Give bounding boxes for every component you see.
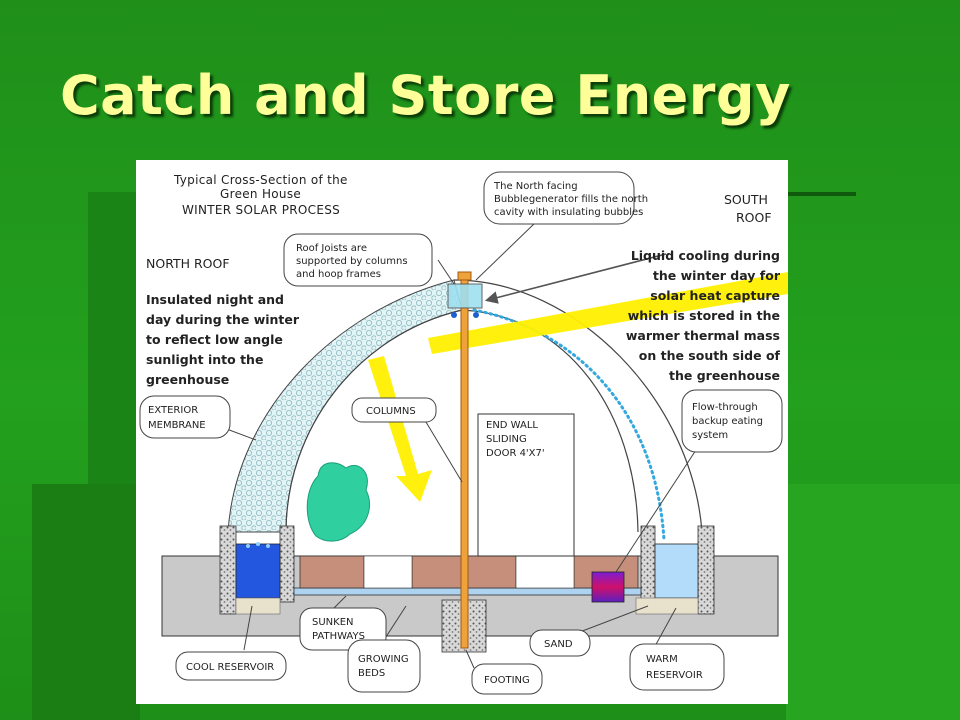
sand-label: SAND bbox=[544, 639, 573, 650]
exterior-membrane-text-1: EXTERIOR bbox=[148, 405, 198, 416]
bubble-generator bbox=[447, 283, 483, 309]
sunken-pathway-2 bbox=[515, 555, 575, 589]
solar-ray-reflection bbox=[368, 356, 432, 502]
south-roof-text-6: on the south side of bbox=[639, 348, 781, 363]
south-roof-title-1: SOUTH bbox=[724, 192, 768, 207]
greenhouse-diagram: Typical Cross-Section of the Green House… bbox=[136, 160, 788, 704]
background-block-bottom-left bbox=[32, 484, 140, 720]
north-roof-text-4: sunlight into the bbox=[146, 352, 263, 367]
end-wall-text-3: DOOR 4'X7' bbox=[486, 448, 545, 459]
south-outer-wall bbox=[697, 525, 715, 615]
growing-bed-1 bbox=[299, 555, 365, 589]
callout-sand-box bbox=[529, 629, 591, 657]
callout-growing-beds-box bbox=[347, 639, 421, 693]
sand-layer-south bbox=[635, 597, 699, 615]
footing-label: FOOTING bbox=[484, 675, 530, 686]
callout-footing-box bbox=[471, 663, 543, 695]
slide-title: Catch and Store Energy bbox=[60, 64, 791, 127]
cool-reservoir-label: COOL RESERVOIR bbox=[186, 662, 274, 673]
plant bbox=[306, 462, 370, 542]
diagram-heading-line-3: WINTER SOLAR PROCESS bbox=[182, 203, 340, 217]
background-block-right bbox=[786, 192, 856, 196]
north-outer-wall bbox=[219, 525, 237, 615]
exterior-membrane-text-2: MEMBRANE bbox=[148, 420, 206, 431]
diagram-heading-line-1: Typical Cross-Section of the bbox=[173, 173, 348, 187]
north-roof-text-3: to reflect low angle bbox=[146, 332, 283, 347]
sunken-pathway-1 bbox=[363, 555, 413, 589]
warm-reservoir-water bbox=[654, 543, 699, 599]
end-wall-door bbox=[477, 413, 575, 557]
north-inner-wall bbox=[279, 525, 295, 603]
solar-ray bbox=[428, 272, 788, 354]
north-roof-text-2: day during the winter bbox=[146, 312, 300, 327]
column-cap bbox=[457, 271, 472, 281]
bubblegenerator-text-1: The North facing bbox=[493, 181, 578, 192]
north-roof-text-1: Insulated night and bbox=[146, 292, 284, 307]
growing-beds-text-1: GROWING bbox=[358, 654, 409, 665]
flow-through-text-1: Flow-through bbox=[692, 402, 758, 413]
south-roof-title-2: ROOF bbox=[736, 210, 772, 225]
south-roof-text-3: solar heat capture bbox=[650, 288, 780, 303]
callout-columns-box bbox=[351, 397, 437, 423]
callout-cool-reservoir-box bbox=[175, 651, 287, 681]
background-block-right-lower bbox=[786, 484, 960, 720]
growing-beds-text-2: BEDS bbox=[358, 668, 385, 679]
greenhouse-cross-section-svg: Typical Cross-Section of the Green House… bbox=[139, 171, 788, 695]
south-roof-text-5: warmer thermal mass bbox=[626, 328, 780, 343]
callout-warm-reservoir-box bbox=[629, 643, 725, 691]
flow-through-text-2: backup eating bbox=[692, 416, 763, 427]
callout-flow-through-box bbox=[681, 389, 783, 453]
bubblegenerator-text-3: cavity with insulating bubbles bbox=[494, 207, 643, 218]
south-roof-text-7: the greenhouse bbox=[669, 368, 780, 383]
warm-reservoir-text-1: WARM bbox=[646, 654, 678, 665]
roof-joists-text-2: supported by columns bbox=[296, 256, 408, 267]
north-roof-title: NORTH ROOF bbox=[146, 256, 230, 271]
columns-label: COLUMNS bbox=[366, 406, 416, 417]
north-roof-text-5: greenhouse bbox=[146, 372, 229, 387]
sunken-pathways-text-1: SUNKEN bbox=[312, 617, 354, 628]
south-inner-wall bbox=[640, 525, 656, 603]
central-column bbox=[460, 275, 469, 649]
sunken-pathways-text-2: PATHWAYS bbox=[312, 631, 365, 642]
south-roof-text-4: which is stored in the bbox=[628, 308, 780, 323]
flow-through-text-3: system bbox=[692, 430, 728, 441]
south-roof-text-1: Liquid cooling during bbox=[631, 248, 780, 263]
end-wall-text-2: SLIDING bbox=[486, 434, 527, 445]
callout-roof-joists-box bbox=[283, 233, 433, 287]
roof-joists-text-1: Roof Joists are bbox=[296, 243, 367, 254]
sand-layer-north bbox=[235, 597, 281, 615]
cool-reservoir-water bbox=[235, 543, 281, 599]
warm-reservoir-text-2: RESERVOIR bbox=[646, 670, 703, 681]
backup-heater bbox=[591, 571, 625, 603]
callout-bubblegenerator-box bbox=[483, 171, 635, 225]
south-roof-membrane bbox=[453, 279, 703, 533]
roof-joists-text-3: and hoop frames bbox=[296, 269, 381, 280]
end-wall-text-1: END WALL bbox=[486, 420, 538, 431]
bubblegenerator-text-2: Bubblegenerator fills the north bbox=[494, 194, 648, 205]
diagram-heading-line-2: Green House bbox=[220, 187, 301, 201]
south-roof-cooling-liquid bbox=[472, 308, 666, 542]
south-roof-text-2: the winter day for bbox=[653, 268, 781, 283]
callout-exterior-membrane-box bbox=[139, 395, 231, 439]
